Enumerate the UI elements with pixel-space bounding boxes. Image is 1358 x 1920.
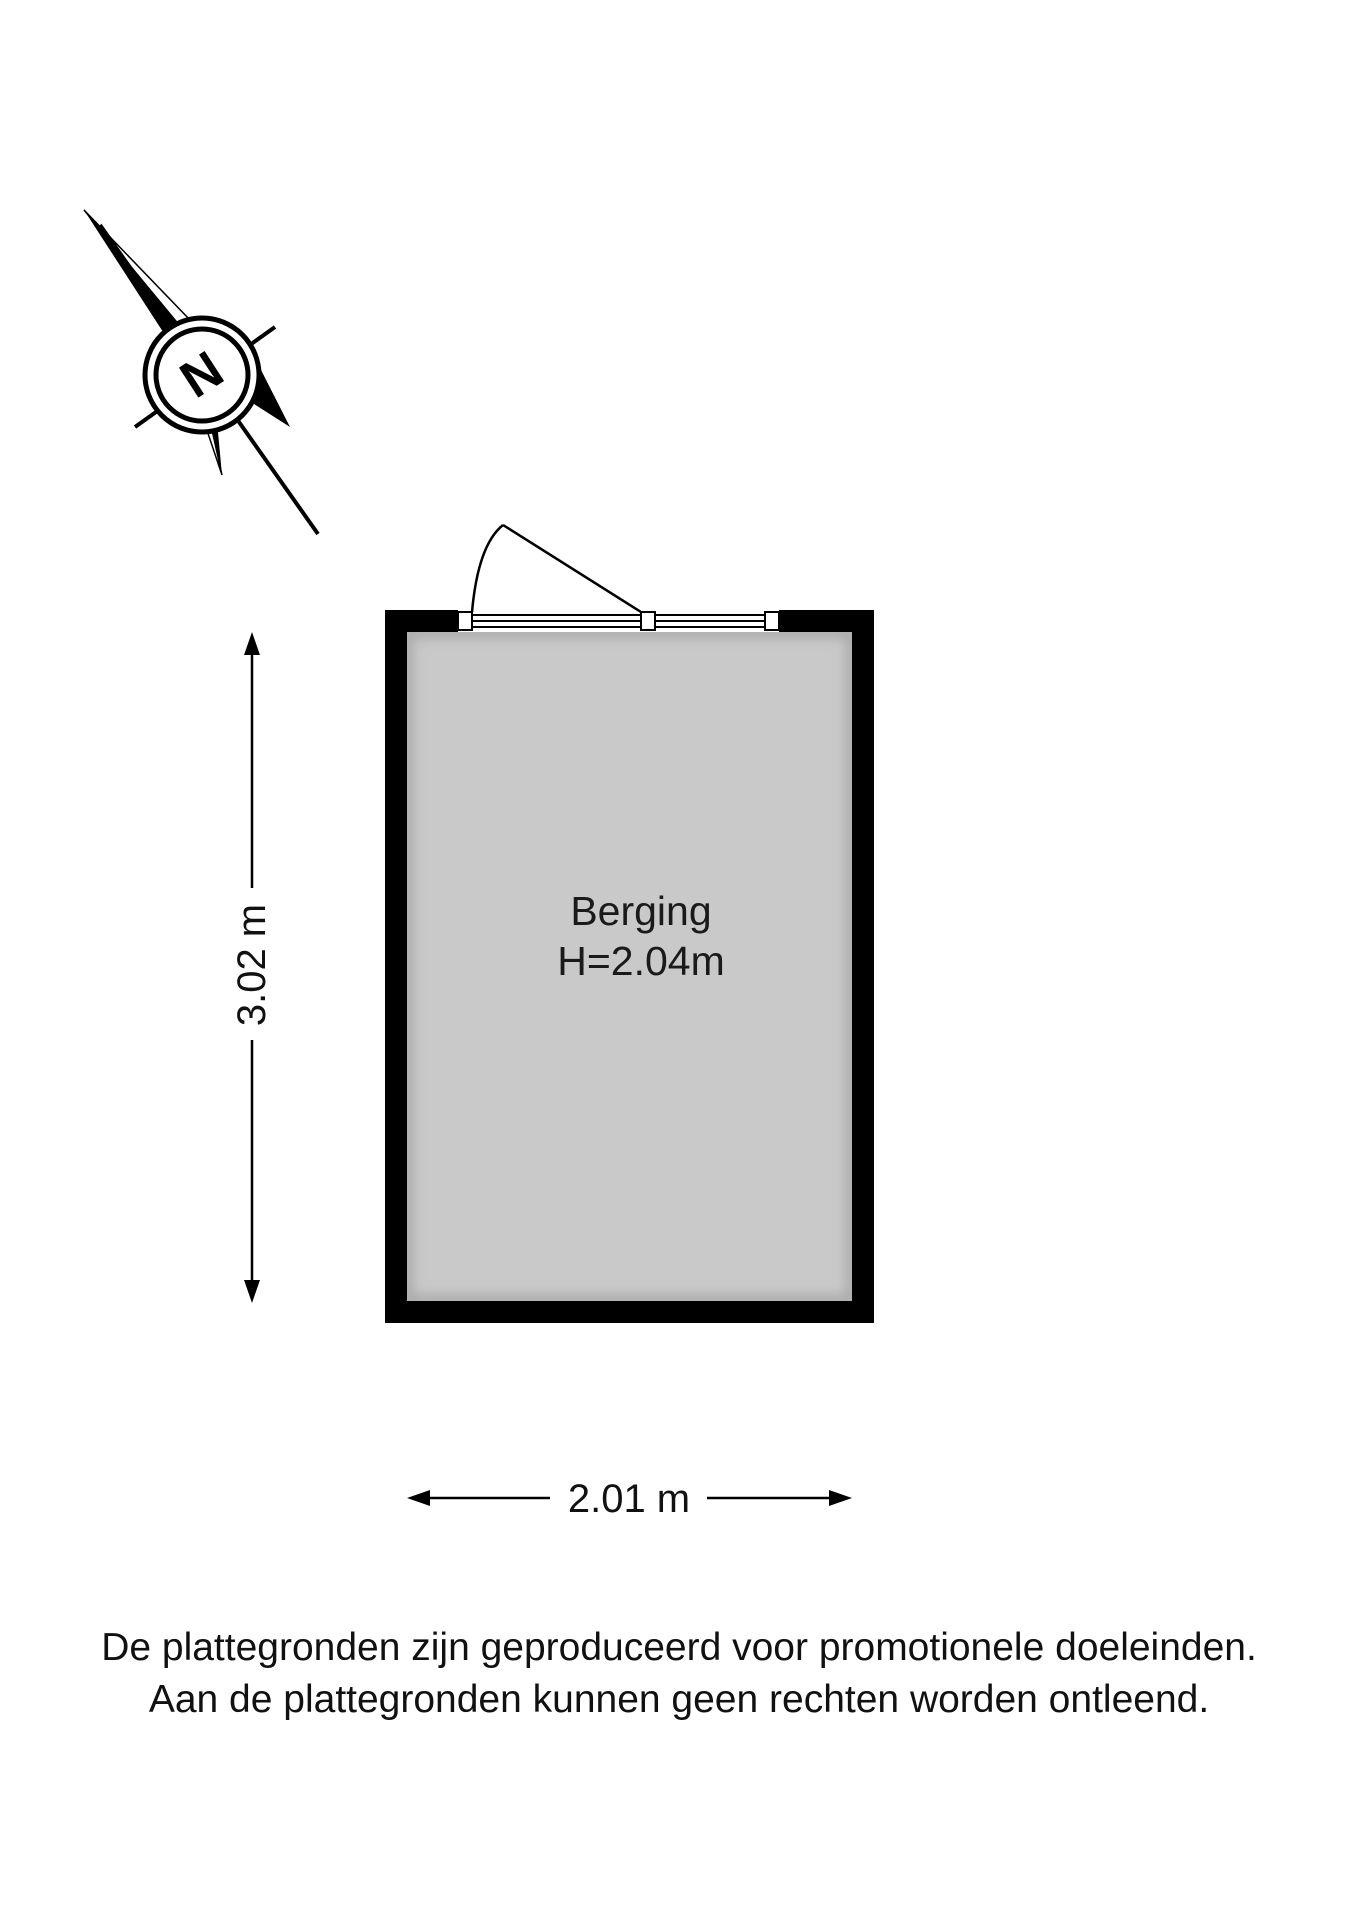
arrow-left-icon xyxy=(407,1490,430,1506)
north-arrow-icon: N xyxy=(83,209,320,536)
disclaimer: De plattegronden zijn geproduceerd voor … xyxy=(0,1622,1358,1726)
room-berging: Berging H=2.04m xyxy=(385,523,874,1323)
arrow-up-icon xyxy=(244,632,260,655)
room-floor xyxy=(407,632,852,1301)
arrow-down-icon xyxy=(244,1280,260,1303)
dimension-horizontal-label: 2.01 m xyxy=(568,1477,690,1521)
door-jamb-center xyxy=(640,611,656,631)
north-arrow-inner-ring xyxy=(153,326,251,424)
dimension-vertical: 3.02 m xyxy=(230,632,274,1303)
arrow-right-icon xyxy=(829,1490,852,1506)
door-frame xyxy=(457,611,780,631)
door-swing-arc xyxy=(470,524,504,613)
dimension-vertical-label: 3.02 m xyxy=(230,904,274,1026)
room-name: Berging xyxy=(570,888,711,934)
door-jamb-left xyxy=(457,611,473,631)
disclaimer-line-1: De plattegronden zijn geproduceerd voor … xyxy=(101,1626,1257,1669)
disclaimer-line-2: Aan de plattegronden kunnen geen rechten… xyxy=(148,1678,1210,1721)
room-height: H=2.04m xyxy=(557,938,725,984)
door-swing-leaf xyxy=(502,523,642,614)
door-jamb-right xyxy=(764,611,780,631)
dimension-horizontal: 2.01 m xyxy=(407,1477,852,1521)
